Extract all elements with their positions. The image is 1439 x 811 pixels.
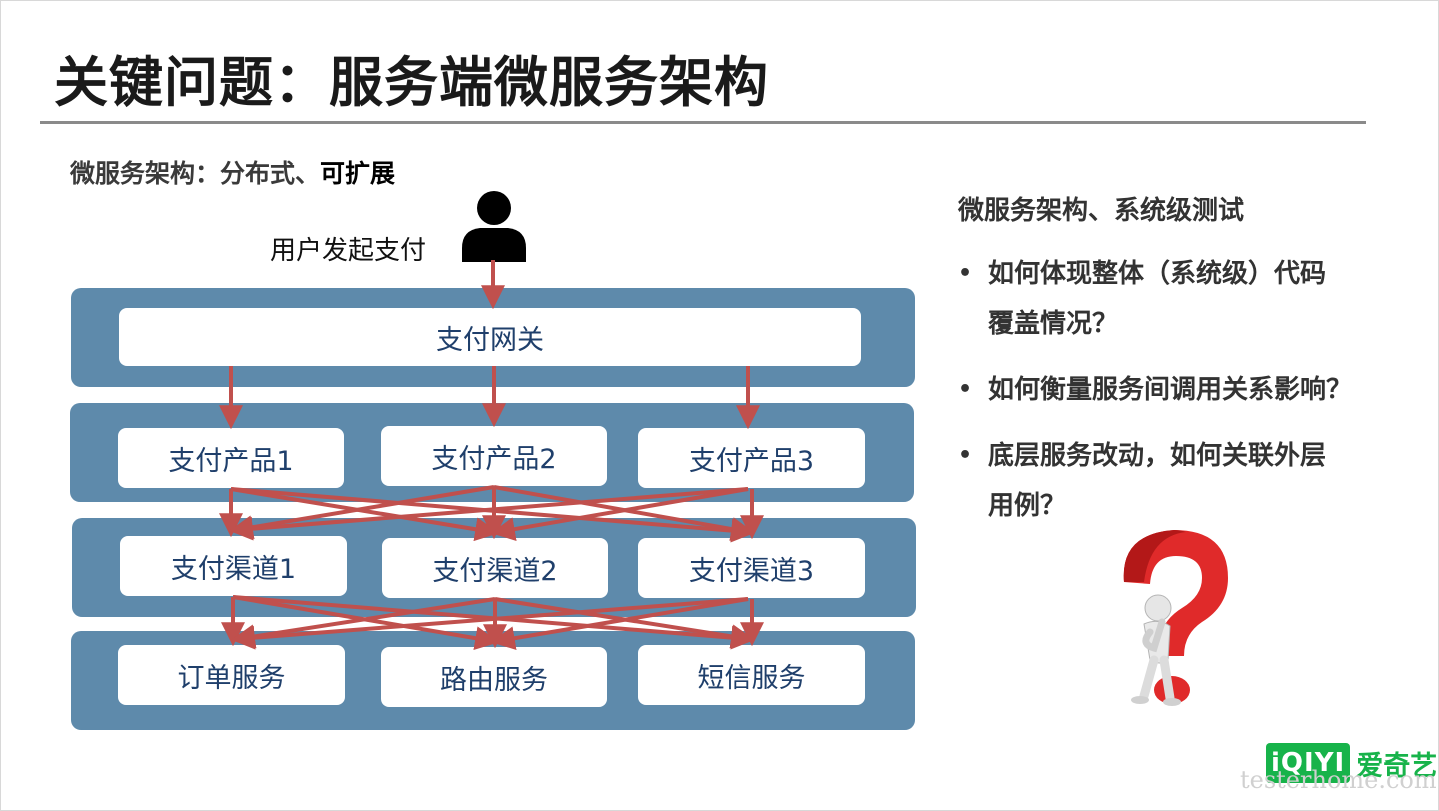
question-item: • 如何体现整体（系统级）代码 覆盖情况？ <box>958 249 1398 349</box>
service-box-2: 路由服务 <box>381 647 607 707</box>
question-item: • 如何衡量服务间调用关系影响？ <box>958 365 1398 415</box>
bullet-glyph: • <box>958 443 973 468</box>
subtitle-emphasis: 可扩展 <box>320 159 396 188</box>
product-box-1: 支付产品1 <box>118 428 344 488</box>
bullet-glyph: • <box>958 261 973 286</box>
question-item: • 底层服务改动，如何关联外层 用例？ <box>958 431 1398 531</box>
question-line: 覆盖情况？ <box>988 309 1119 339</box>
user-label: 用户发起支付 <box>270 236 427 266</box>
question-line: 用例？ <box>988 491 1067 521</box>
panel-heading: 微服务架构、系统级测试 <box>958 196 1245 226</box>
site-watermark: testerhome.com <box>1240 766 1437 794</box>
user-icon <box>462 191 526 262</box>
slide-subtitle: 微服务架构：分布式、可扩展 <box>70 154 395 190</box>
question-list: • 如何体现整体（系统级）代码 覆盖情况？ • 如何衡量服务间调用关系影响？ •… <box>958 249 1398 531</box>
brand-footer: iQIYI 爱奇艺 <box>1266 740 1437 786</box>
question-line: 如何衡量服务间调用关系影响？ <box>988 375 1353 405</box>
iqiyi-logo: iQIYI <box>1266 743 1351 783</box>
brand-name: 爱奇艺 <box>1356 750 1438 782</box>
service-box-1: 订单服务 <box>118 645 345 705</box>
architecture-diagram: 用户发起支付 支付网关 支付产品1 支付产品2 支付产品3 支付渠道1 支付渠道… <box>70 191 916 730</box>
gateway-box: 支付网关 <box>119 308 861 366</box>
testing-questions-panel: 微服务架构、系统级测试 • 如何体现整体（系统级）代码 覆盖情况？ • 如何衡量… <box>958 190 1398 547</box>
question-line: 底层服务改动，如何关联外层 <box>988 441 1327 471</box>
channel-box-2: 支付渠道2 <box>382 538 608 598</box>
product-box-3: 支付产品3 <box>638 428 865 488</box>
bullet-glyph: • <box>958 377 973 402</box>
question-mark-illustration <box>1123 530 1228 706</box>
service-box-3: 短信服务 <box>638 645 865 705</box>
product-box-2: 支付产品2 <box>381 426 607 486</box>
question-line: 如何体现整体（系统级）代码 <box>988 259 1327 289</box>
subtitle-prefix: 微服务架构：分布式、 <box>70 159 321 188</box>
channel-box-3: 支付渠道3 <box>638 538 865 598</box>
title-divider <box>40 121 1366 124</box>
slide-title: 关键问题：服务端微服务架构 <box>54 51 769 114</box>
channel-box-1: 支付渠道1 <box>120 536 347 596</box>
